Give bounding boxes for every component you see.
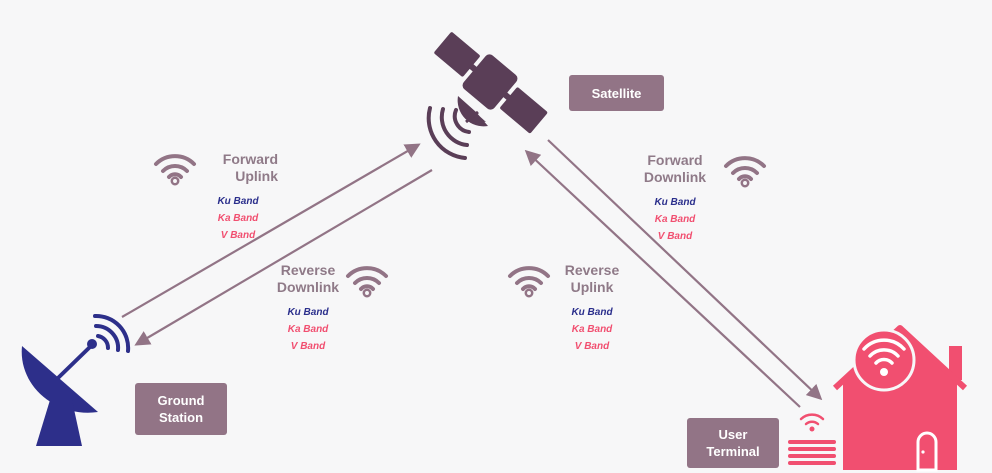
ku-band-label: Ku Band [287, 307, 329, 318]
ku-band-label: Ku Band [571, 307, 613, 318]
user-terminal-label: User Terminal [687, 418, 779, 468]
reverse-downlink-arrow [134, 169, 433, 346]
ka-band-label: Ka Band [654, 214, 696, 225]
ku-band-label: Ku Band [654, 197, 696, 208]
forward-uplink-block: Forward Uplink Ku Band Ka Band V Band [198, 151, 278, 244]
v-band-label: V Band [574, 341, 610, 352]
forward-downlink-block: Forward Downlink Ku Band Ka Band V Band [630, 152, 720, 245]
ka-band-label: Ka Band [287, 324, 329, 335]
v-band-label: V Band [290, 341, 326, 352]
forward-uplink-arrow [121, 143, 421, 318]
ka-band-label: Ka Band [571, 324, 613, 335]
wifi-icon [508, 266, 550, 298]
band-list: Ku Band Ka Band V Band [552, 304, 632, 355]
v-band-label: V Band [220, 230, 256, 241]
ground-station-dish-icon [21, 313, 131, 446]
band-list: Ku Band Ka Band V Band [198, 193, 278, 244]
user-terminal-icon [788, 413, 836, 465]
ka-band-label: Ka Band [217, 213, 259, 224]
reverse-uplink-block: Reverse Uplink Ku Band Ka Band V Band [552, 262, 632, 355]
wifi-icon [154, 154, 196, 186]
ku-band-label: Ku Band [217, 196, 259, 207]
ground-station-label: Ground Station [135, 383, 227, 435]
house-icon [832, 325, 968, 472]
satellite-label: Satellite [569, 75, 664, 111]
reverse-downlink-block: Reverse Downlink Ku Band Ka Band V Band [268, 262, 348, 355]
reverse-uplink-title: Reverse Uplink [564, 262, 620, 295]
reverse-uplink-arrow [524, 149, 801, 408]
satellite-icon [426, 32, 548, 160]
wifi-icon [346, 266, 388, 298]
link-arrows [121, 139, 823, 408]
wifi-icon [724, 156, 766, 188]
band-list: Ku Band Ka Band V Band [630, 194, 720, 245]
v-band-label: V Band [657, 231, 693, 242]
reverse-downlink-title: Reverse Downlink [276, 262, 340, 295]
forward-uplink-title: Forward Uplink [222, 151, 278, 184]
forward-downlink-arrow [547, 139, 823, 401]
band-list: Ku Band Ka Band V Band [268, 304, 348, 355]
forward-downlink-title: Forward Downlink [643, 152, 707, 185]
